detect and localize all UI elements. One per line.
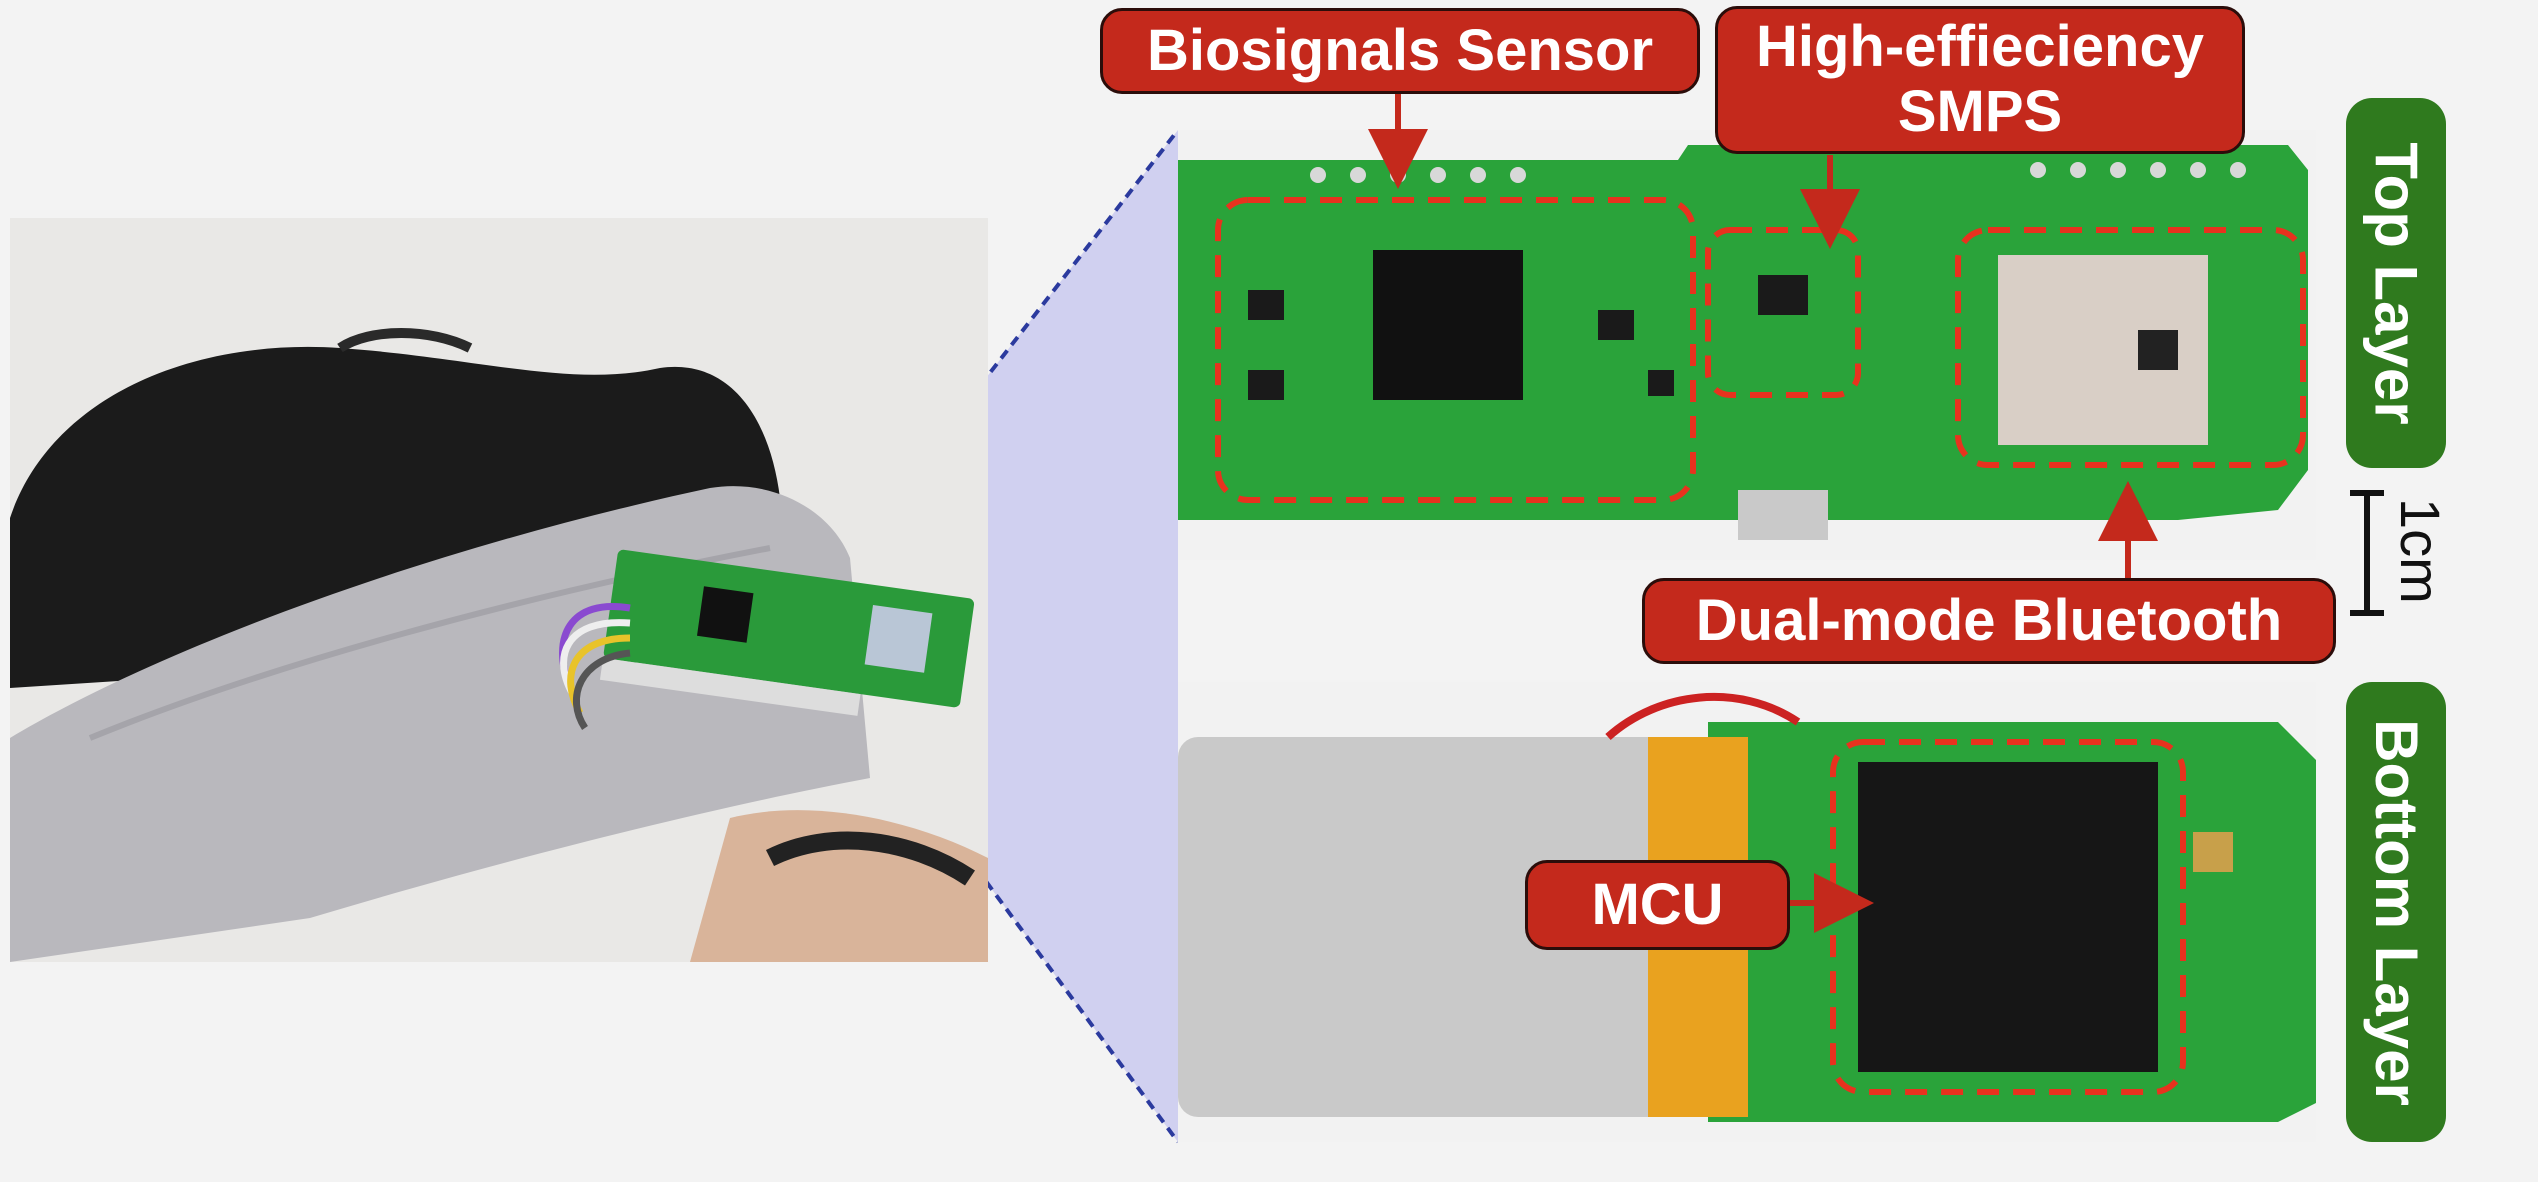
scale-bar-cap-top <box>2350 490 2384 496</box>
biosignals-sensor-text: Biosignals Sensor <box>1146 17 1654 83</box>
top-layer-tab: Top Layer <box>2346 98 2446 468</box>
top-layer-photo <box>1178 130 2316 560</box>
top-pcb-illustration <box>1178 130 2316 560</box>
bottom-layer-tab: Bottom Layer <box>2346 682 2446 1142</box>
headband-illustration <box>10 218 988 962</box>
scale-bar-cap-bottom <box>2350 610 2384 616</box>
headband-device-photo <box>10 218 988 962</box>
smps-text-line1: High-effieciency <box>1756 14 2204 80</box>
biosignals-sensor-label: Biosignals Sensor <box>1100 8 1700 94</box>
bluetooth-text: Dual-mode Bluetooth <box>1695 587 2283 653</box>
top-layer-text: Top Layer <box>2362 141 2430 425</box>
bottom-layer-text: Bottom Layer <box>2362 718 2430 1106</box>
mcu-text: MCU <box>1591 871 1724 937</box>
smps-label: High-effieciency SMPS <box>1715 6 2245 154</box>
bluetooth-label: Dual-mode Bluetooth <box>1642 578 2336 664</box>
scale-bar-label: 1cm <box>2389 498 2452 604</box>
scale-bar-line <box>2364 490 2370 616</box>
mcu-label: MCU <box>1525 860 1790 950</box>
smps-text-line2: SMPS <box>1897 79 2063 144</box>
